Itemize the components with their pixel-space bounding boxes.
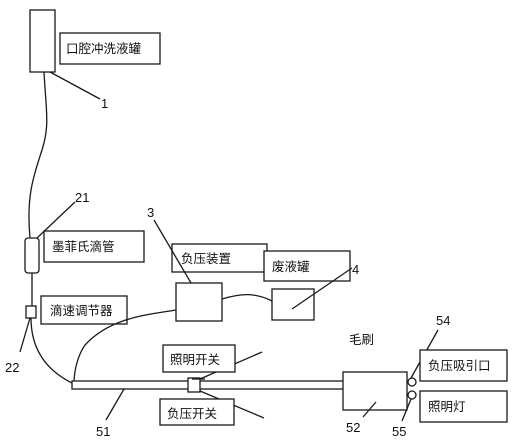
negative-pressure-device — [175, 282, 223, 322]
murphy-drip-chamber — [24, 237, 40, 274]
lighting-lamp — [407, 390, 417, 400]
suction-tube-handle — [73, 309, 177, 385]
negative-pressure-switch-label-box — [159, 398, 235, 426]
suction-port-label-box — [419, 349, 508, 382]
ref-number-54: 54 — [436, 313, 450, 328]
leader-line-22 — [19, 317, 31, 353]
oral-rinse-tank-label-box — [59, 32, 161, 65]
suction-tube-waste — [221, 294, 273, 302]
lighting-lamp-label: 照明灯 — [428, 399, 466, 414]
drip-regulator-label-box — [40, 295, 128, 325]
leader-line-52 — [362, 401, 377, 418]
infusion-tube-upper — [28, 71, 48, 239]
brush-label: 毛刷 — [349, 332, 374, 347]
leader-line-4 — [291, 267, 353, 310]
lighting-lamp-label-box — [419, 390, 508, 423]
ref-number-55: 55 — [392, 424, 406, 439]
leader-line-55 — [401, 398, 412, 422]
suction-port — [407, 377, 417, 387]
negative-pressure-switch-label: 负压开关 — [167, 406, 217, 421]
handle-shaft — [71, 380, 345, 390]
drip-rate-regulator — [25, 305, 37, 319]
ref-number-51: 51 — [96, 424, 110, 439]
leader-line-51 — [105, 388, 125, 421]
waste-tank — [271, 288, 315, 321]
ref-number-3: 3 — [147, 205, 154, 220]
lighting-switch-label-box — [162, 344, 236, 373]
drip-regulator-label: 滴速调节器 — [50, 303, 113, 318]
leader-line-21 — [36, 201, 76, 239]
negative-pressure-device-label-box — [171, 243, 268, 273]
switch-block — [187, 377, 201, 393]
ref-number-21: 21 — [75, 190, 89, 205]
lighting-switch-label: 照明开关 — [170, 352, 220, 367]
brush-head — [342, 371, 408, 411]
leader-line-1 — [49, 71, 101, 100]
murphy-drip-label: 墨菲氏滴管 — [52, 239, 115, 254]
oral-rinse-tank-label: 口腔冲洗液罐 — [66, 41, 142, 56]
suction-port-label: 负压吸引口 — [428, 358, 491, 373]
murphy-drip-label-box — [43, 230, 145, 263]
infusion-tube-lower — [30, 317, 73, 384]
ref-number-22: 22 — [5, 360, 19, 375]
leader-line-3 — [153, 219, 192, 284]
ref-number-1: 1 — [101, 96, 108, 111]
negative-pressure-device-label: 负压装置 — [181, 251, 231, 266]
oral-rinse-tank — [29, 9, 56, 73]
waste-tank-label: 废液罐 — [272, 259, 310, 274]
waste-tank-label-box — [263, 250, 351, 282]
ref-number-52: 52 — [346, 420, 360, 435]
ref-number-4: 4 — [352, 262, 359, 277]
